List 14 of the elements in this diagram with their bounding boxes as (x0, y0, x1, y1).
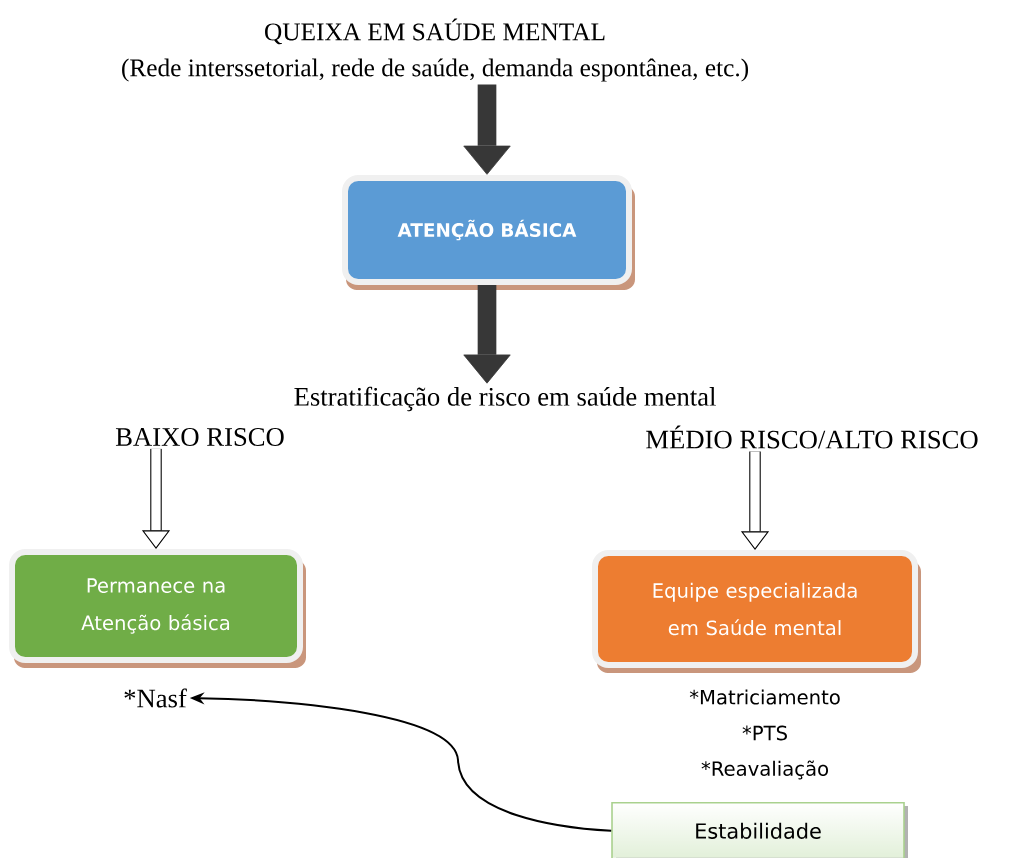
stage-text: Estratificação de risco em saúde mental (294, 386, 716, 412)
bullet-item: *PTS (742, 725, 787, 741)
note-text: *Nasf (124, 688, 187, 708)
risk-text: MÉDIO RISCO/ALTO RISCO (646, 425, 978, 449)
block-arrow (463, 84, 511, 175)
process-box: ATENÇÃO BÁSICA (342, 175, 635, 290)
block-arrow (463, 285, 511, 384)
bullet-item: *Matriciamento (689, 689, 840, 705)
risk-text: BAIXO RISCO (115, 428, 284, 446)
process-box: Permanece na Atenção básica (9, 549, 306, 668)
process-box: Equipe especializada em Saúde mental (592, 550, 921, 673)
bullet-item: *Reavaliação (701, 760, 828, 780)
heading-text: QUEIXA EM SAÚDE MENTAL (Rede interssetorial, rede de saúde, demanda espontânea, etc.) (122, 18, 749, 82)
process-box: Estabilidade (611, 802, 908, 858)
